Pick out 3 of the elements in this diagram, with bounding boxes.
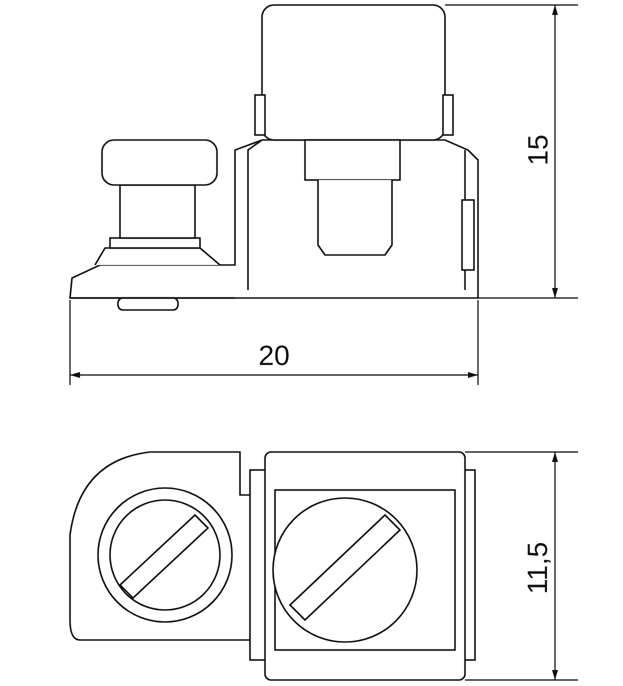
dimension-label: 11,5 — [524, 542, 552, 594]
dimension-label: 20 — [258, 342, 290, 370]
dimension-label: 15 — [524, 134, 552, 166]
